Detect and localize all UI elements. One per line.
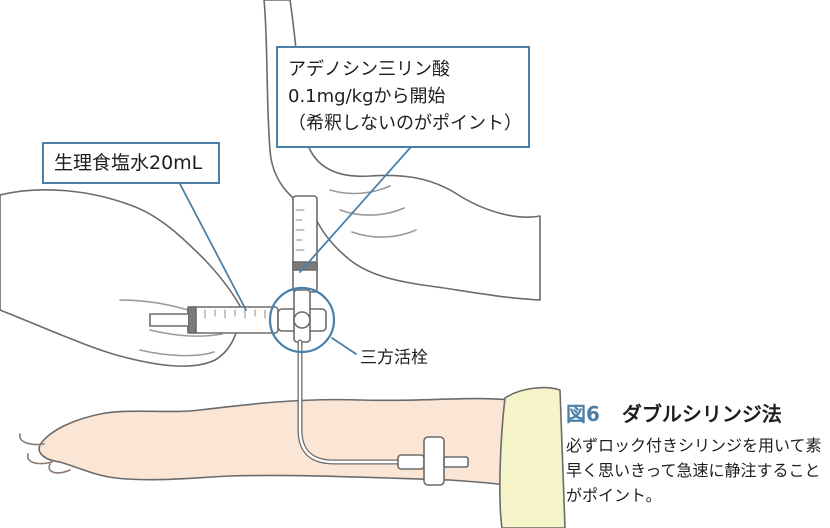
caption-body: 必ずロック付きシリンジを用いて素早く思いきって急速に静注することがポイント。 [566, 436, 822, 505]
stopcock-highlight-circle [268, 286, 336, 354]
figure-title: ダブルシリンジ法 [621, 402, 782, 426]
adenosine-syringe-scale [295, 209, 305, 251]
right-hand-finger-lines [329, 185, 417, 238]
saline-syringe-plunger-seal [187, 306, 197, 334]
saline-syringe-plunger [149, 313, 189, 327]
saline-leader-line [179, 183, 247, 311]
iv-catheter-needle [443, 456, 469, 468]
right-gloved-hand [263, 0, 541, 301]
caption-title-row: 図6 ダブルシリンジ法 [566, 398, 828, 427]
adenosine-leader-line [299, 147, 411, 273]
adenosine-callout-line-3: （希釈しないのがポイント） [288, 113, 522, 134]
adenosine-callout: アデノシン三リン酸 0.1mg/kgから開始 （希釈しないのがポイント） [276, 46, 530, 148]
saline-callout-text: 生理食塩水20mL [54, 152, 203, 174]
saline-callout: 生理食塩水20mL [42, 142, 220, 184]
figure-caption: 図6 ダブルシリンジ法 必ずロック付きシリンジを用いて素早く思いきって急速に静注す… [566, 398, 828, 508]
figure-number: 図6 [566, 402, 600, 426]
saline-syringe-scale [204, 309, 266, 319]
iv-catheter-wing [423, 436, 445, 486]
patient-sleeve [499, 386, 566, 528]
adenosine-callout-line-1: アデノシン三リン酸 [288, 59, 450, 80]
left-gloved-hand [0, 189, 241, 367]
adenosine-callout-line-2: 0.1mg/kgから開始 [288, 86, 446, 107]
stopcock-valve [293, 311, 311, 329]
patient-fingers [19, 433, 71, 474]
iv-catheter-connector [397, 454, 425, 470]
stopcock-leader-line [331, 337, 357, 355]
stopcock-label: 三方活栓 [360, 348, 428, 368]
